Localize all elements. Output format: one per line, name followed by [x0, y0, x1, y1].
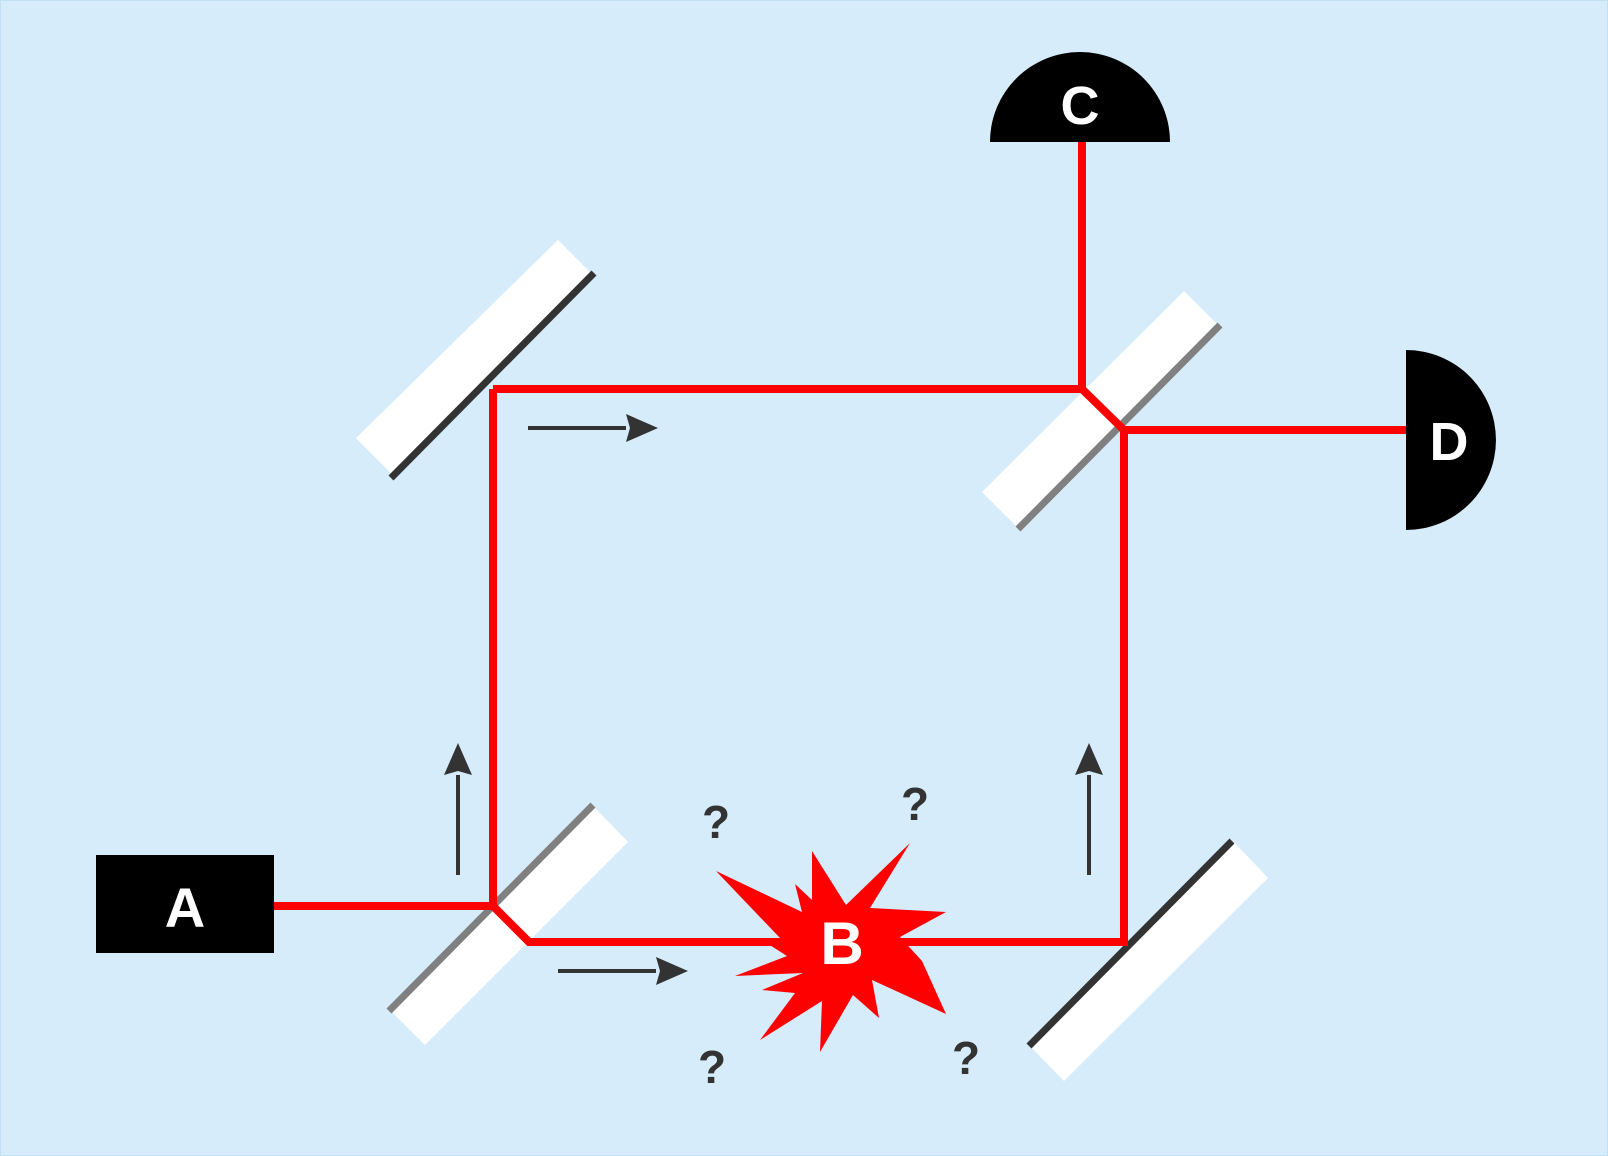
detector-d-label: D [1430, 412, 1469, 472]
arrow-up-icon [444, 743, 472, 875]
arrow-right-icon [558, 957, 688, 985]
question-mark: ? [702, 796, 730, 848]
bomb-b: B [716, 843, 946, 1052]
mirror-bottom-right [1026, 838, 1268, 1081]
detector-c-label: C [1061, 76, 1100, 136]
detector-c: C [990, 52, 1170, 142]
beam-paths [272, 140, 1408, 946]
question-mark: ? [901, 778, 929, 830]
source-label: A [165, 876, 205, 939]
arrow-right-icon [528, 414, 658, 442]
direction-arrows [444, 414, 1103, 985]
source-a: A [96, 855, 274, 953]
question-mark: ? [952, 1032, 980, 1084]
arrow-up-icon [1075, 743, 1103, 875]
mirror-top-left [356, 240, 597, 481]
question-mark: ? [698, 1041, 726, 1093]
bomb-label: B [820, 910, 863, 977]
detector-d: D [1406, 350, 1496, 530]
